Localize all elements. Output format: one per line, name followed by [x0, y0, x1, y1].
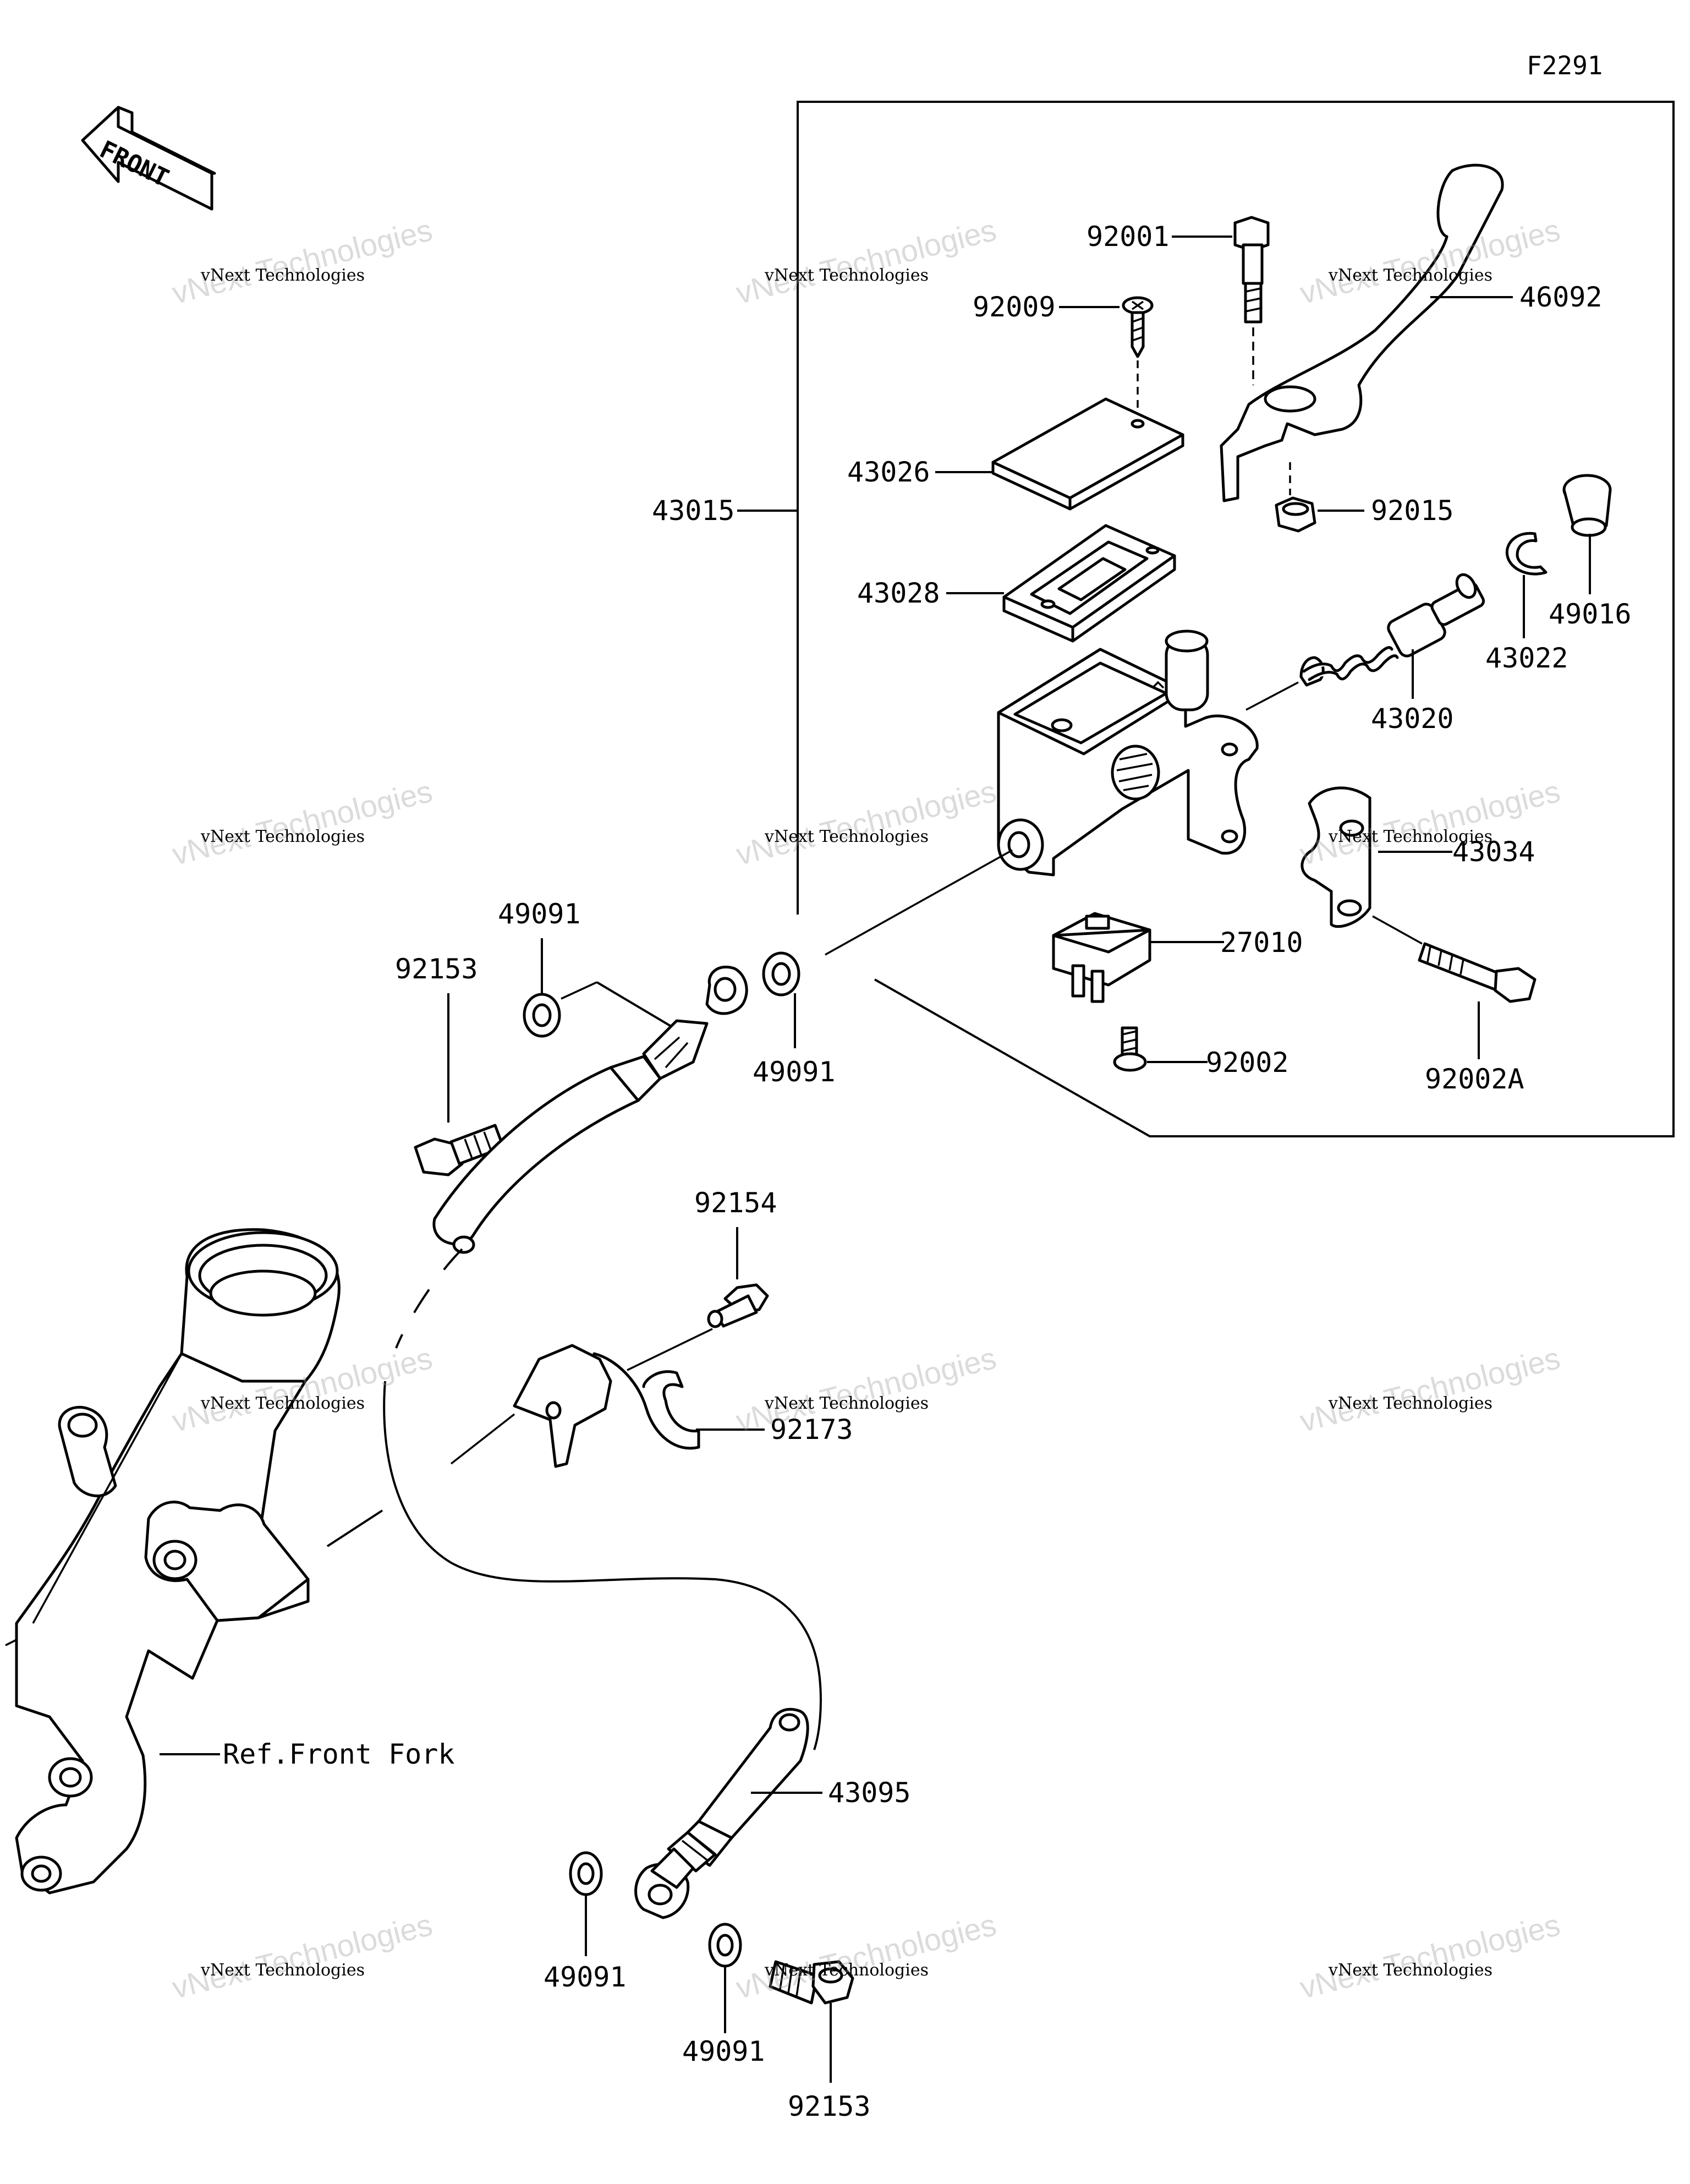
watermark: vNext Technologies vNext Technologies — [169, 774, 436, 872]
svg-text:vNext Technologies: vNext Technologies — [764, 1961, 929, 1980]
label-92009: 92009 — [973, 291, 1056, 323]
part-92002A-bolt — [1372, 915, 1537, 1059]
part-92153-banjo-bolt-bottom — [769, 1960, 854, 2083]
svg-text:vNext Technologies: vNext Technologies — [764, 266, 929, 285]
label-49091-bottom-right: 49091 — [682, 2035, 765, 2067]
diagram-code: F2291 — [1527, 51, 1603, 80]
part-27010-brake-switch — [1052, 912, 1224, 1003]
label-43095: 43095 — [828, 1777, 911, 1809]
front-fork-reference — [5, 1228, 383, 1895]
part-92001-bolt — [1172, 216, 1270, 385]
part-labels: 43015 92001 92009 46092 43026 92015 4901… — [223, 221, 1632, 2122]
watermark: vNext Technologies vNext Technologies — [1297, 1340, 1563, 1438]
part-49016-dust-boot — [1562, 474, 1612, 594]
label-43034: 43034 — [1452, 836, 1535, 868]
label-49091-top-right: 49091 — [753, 1056, 836, 1088]
watermark: vNext Technologies vNext Technologies — [169, 212, 436, 310]
label-46092: 46092 — [1519, 281, 1603, 313]
label-92154: 92154 — [694, 1187, 777, 1219]
part-92002-screw — [1113, 1026, 1208, 1072]
svg-text:vNext Technologies: vNext Technologies — [764, 827, 929, 846]
svg-text:vNext Technologies: vNext Technologies — [733, 1907, 1000, 2005]
svg-text:vNext Technologies: vNext Technologies — [764, 1394, 929, 1413]
label-43028: 43028 — [857, 577, 940, 609]
svg-text:vNext Technologies: vNext Technologies — [1328, 266, 1493, 285]
svg-text:vNext Technologies: vNext Technologies — [1328, 1961, 1493, 1980]
watermark: vNext Technologies vNext Technologies — [733, 1340, 1000, 1438]
label-49091-top-left: 49091 — [498, 898, 581, 930]
label-43026: 43026 — [847, 456, 930, 488]
part-master-cylinder-body — [997, 630, 1259, 877]
svg-text:vNext Technologies: vNext Technologies — [200, 1961, 365, 1980]
svg-text:vNext Technologies: vNext Technologies — [733, 774, 1000, 872]
part-92153-banjo-bolt-top — [414, 993, 505, 1176]
part-49091-washer-bottom-right — [708, 1923, 742, 2033]
label-49091-bottom-left: 49091 — [544, 1961, 627, 1993]
svg-text:vNext Technologies: vNext Technologies — [1297, 1340, 1563, 1438]
label-92015: 92015 — [1371, 495, 1454, 527]
svg-text:vNext Technologies: vNext Technologies — [1328, 1394, 1493, 1413]
brake-hose-route — [383, 1248, 822, 1750]
part-92015-nut — [1275, 462, 1364, 533]
label-92173: 92173 — [770, 1414, 853, 1446]
part-49091-washer-top-right — [762, 849, 1013, 1048]
label-43020: 43020 — [1371, 703, 1454, 735]
watermark: vNext Technologies vNext Technologies — [1297, 1907, 1563, 2005]
svg-text:vNext Technologies: vNext Technologies — [1297, 1907, 1563, 2005]
part-49091-washer-top-left — [523, 938, 597, 1038]
label-27010: 27010 — [1220, 927, 1303, 959]
label-92153-top: 92153 — [395, 953, 478, 985]
label-92002: 92002 — [1206, 1047, 1289, 1079]
part-92173-hose-clamp — [450, 1344, 765, 1468]
label-49016: 49016 — [1549, 598, 1632, 630]
label-43022: 43022 — [1485, 642, 1568, 674]
label-43015: 43015 — [652, 495, 735, 527]
label-92153-bottom: 92153 — [788, 2090, 871, 2122]
part-43034-holder-clamp — [1301, 786, 1452, 928]
watermark: vNext Technologies vNext Technologies — [733, 774, 1000, 872]
label-92002A: 92002A — [1425, 1063, 1524, 1095]
label-92001: 92001 — [1087, 221, 1170, 253]
svg-text:vNext Technologies: vNext Technologies — [169, 774, 436, 872]
part-43022-circlip — [1505, 532, 1548, 638]
part-43028-diaphragm — [946, 524, 1176, 643]
part-43026-reservoir-cap — [935, 397, 1184, 511]
watermark: vNext Technologies vNext Technologies — [733, 1907, 1000, 2005]
assembly-frame-43015 — [737, 101, 1675, 1137]
part-92154-bolt — [627, 1227, 769, 1371]
front-direction-arrow-icon: FRONT — [81, 106, 216, 211]
svg-text:vNext Technologies: vNext Technologies — [169, 212, 436, 310]
part-92009-screw — [1059, 296, 1154, 418]
part-43020-piston-kit — [1245, 573, 1485, 711]
svg-text:vNext Technologies: vNext Technologies — [200, 1394, 365, 1413]
label-ref-front-fork: Ref.Front Fork — [223, 1738, 454, 1770]
svg-text:vNext Technologies: vNext Technologies — [1328, 827, 1493, 846]
part-46092-brake-lever — [1220, 163, 1513, 502]
svg-text:vNext Technologies: vNext Technologies — [169, 1907, 436, 2005]
part-43095-brake-hose-lower — [634, 1707, 822, 1919]
svg-text:vNext Technologies: vNext Technologies — [733, 212, 1000, 310]
part-43095-brake-hose-upper — [432, 965, 748, 1254]
part-49091-washer-bottom-left — [569, 1851, 603, 1956]
watermark: vNext Technologies vNext Technologies — [733, 212, 1000, 310]
watermark: vNext Technologies vNext Technologies — [169, 1907, 436, 2005]
svg-text:vNext Technologies: vNext Technologies — [733, 1340, 1000, 1438]
svg-text:vNext Technologies: vNext Technologies — [200, 827, 365, 846]
svg-text:vNext Technologies: vNext Technologies — [200, 266, 365, 285]
